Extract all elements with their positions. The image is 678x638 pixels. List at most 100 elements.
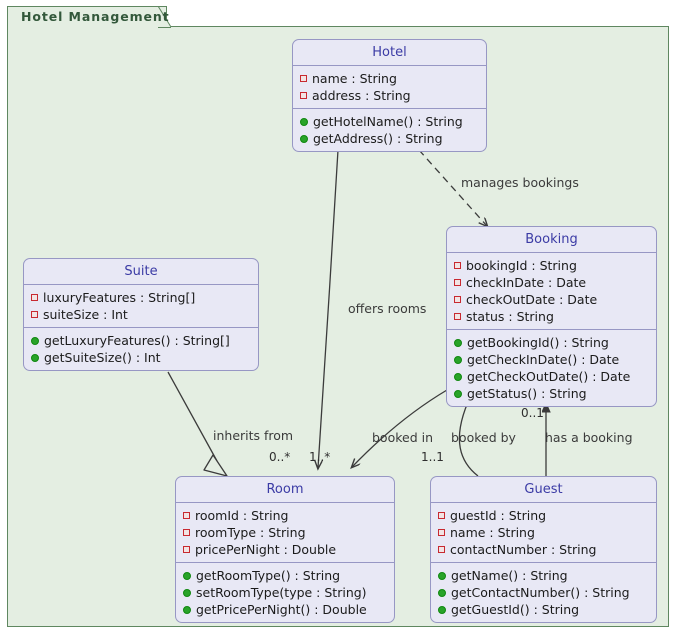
public-method-icon (31, 353, 39, 362)
attribute-label: name : String (450, 525, 535, 540)
edge-label-has-a-booking: has a booking (545, 430, 633, 445)
attribute-row: checkInDate : Date (447, 274, 656, 291)
method-label: setRoomType(type : String) (196, 585, 367, 600)
public-method-icon (438, 571, 446, 580)
method-row: getSuiteSize() : Int (24, 349, 258, 366)
method-label: getCheckOutDate() : Date (467, 369, 631, 384)
method-label: getBookingId() : String (467, 335, 609, 350)
method-label: getPricePerNight() : Double (196, 602, 367, 617)
method-label: getContactNumber() : String (451, 585, 630, 600)
edge-label-inherits-from: inherits from (213, 428, 294, 443)
class-guest[interactable]: Guest guestId : String name : String con… (430, 476, 657, 623)
private-field-icon (438, 546, 445, 553)
method-label: getStatus() : String (467, 386, 587, 401)
class-guest-title: Guest (524, 482, 563, 497)
package-tab-slant-icon (158, 6, 172, 28)
attribute-row: roomType : String (176, 524, 394, 541)
method-row: setRoomType(type : String) (176, 584, 394, 601)
package-title: Hotel Management (21, 9, 170, 24)
class-hotel[interactable]: Hotel name : String address : String get… (292, 39, 487, 152)
public-method-icon (183, 588, 191, 597)
method-label: getSuiteSize() : Int (44, 350, 161, 365)
class-guest-methods: getName() : String getContactNumber() : … (431, 562, 656, 622)
private-field-icon (183, 546, 190, 553)
public-method-icon (300, 117, 308, 126)
private-field-icon (31, 294, 38, 301)
attribute-label: checkInDate : Date (466, 275, 587, 290)
public-method-icon (454, 355, 462, 364)
private-field-icon (454, 313, 461, 320)
attribute-label: address : String (312, 88, 411, 103)
method-row: getPricePerNight() : Double (176, 601, 394, 618)
method-label: getGuestId() : String (451, 602, 580, 617)
class-room[interactable]: Room roomId : String roomType : String p… (175, 476, 395, 623)
attribute-label: status : String (466, 309, 554, 324)
method-label: getName() : String (451, 568, 568, 583)
attribute-label: roomType : String (195, 525, 306, 540)
private-field-icon (183, 512, 190, 519)
attribute-label: checkOutDate : Date (466, 292, 598, 307)
package-tab (7, 6, 167, 28)
attribute-label: suiteSize : Int (43, 307, 128, 322)
public-method-icon (438, 588, 446, 597)
method-label: getLuxuryFeatures() : String[] (44, 333, 230, 348)
attribute-row: roomId : String (176, 507, 394, 524)
class-suite-methods: getLuxuryFeatures() : String[] getSuiteS… (24, 327, 258, 370)
private-field-icon (300, 75, 307, 82)
attribute-label: guestId : String (450, 508, 547, 523)
private-field-icon (438, 529, 445, 536)
class-suite-title: Suite (124, 264, 158, 279)
attribute-row: checkOutDate : Date (447, 291, 656, 308)
attribute-label: luxuryFeatures : String[] (43, 290, 196, 305)
public-method-icon (300, 134, 308, 143)
class-booking-methods: getBookingId() : String getCheckInDate()… (447, 329, 656, 406)
attribute-label: name : String (312, 71, 397, 86)
multiplicity-booking-0-1: 0..1 (521, 406, 544, 420)
public-method-icon (438, 605, 446, 614)
method-label: getHotelName() : String (313, 114, 463, 129)
attribute-row: name : String (293, 70, 486, 87)
method-row: getHotelName() : String (293, 113, 486, 130)
edge-label-manages-bookings: manages bookings (461, 175, 579, 190)
attribute-label: roomId : String (195, 508, 289, 523)
public-method-icon (454, 338, 462, 347)
class-hotel-methods: getHotelName() : String getAddress() : S… (293, 108, 486, 151)
private-field-icon (454, 296, 461, 303)
edge-label-offers-rooms: offers rooms (348, 301, 427, 316)
public-method-icon (183, 571, 191, 580)
attribute-label: contactNumber : String (450, 542, 597, 557)
class-hotel-title: Hotel (372, 45, 407, 60)
attribute-row: pricePerNight : Double (176, 541, 394, 558)
attribute-row: status : String (447, 308, 656, 325)
private-field-icon (454, 262, 461, 269)
attribute-label: pricePerNight : Double (195, 542, 337, 557)
method-row: getRoomType() : String (176, 567, 394, 584)
class-booking[interactable]: Booking bookingId : String checkInDate :… (446, 226, 657, 407)
private-field-icon (300, 92, 307, 99)
class-booking-attributes: bookingId : String checkInDate : Date ch… (447, 252, 656, 329)
class-room-methods: getRoomType() : String setRoomType(type … (176, 562, 394, 622)
class-booking-title: Booking (525, 232, 578, 247)
method-row: getCheckInDate() : Date (447, 351, 656, 368)
edge-label-booked-by: booked by (451, 430, 516, 445)
attribute-row: bookingId : String (447, 257, 656, 274)
private-field-icon (454, 279, 461, 286)
edge-label-booked-in: booked in (372, 430, 434, 445)
public-method-icon (183, 605, 191, 614)
method-row: getName() : String (431, 567, 656, 584)
private-field-icon (31, 311, 38, 318)
method-row: getBookingId() : String (447, 334, 656, 351)
class-suite[interactable]: Suite luxuryFeatures : String[] suiteSiz… (23, 258, 259, 371)
class-room-title: Room (266, 482, 304, 497)
attribute-row: contactNumber : String (431, 541, 656, 558)
method-label: getRoomType() : String (196, 568, 341, 583)
method-row: getStatus() : String (447, 385, 656, 402)
attribute-row: suiteSize : Int (24, 306, 258, 323)
public-method-icon (454, 389, 462, 398)
attribute-row: address : String (293, 87, 486, 104)
attribute-label: bookingId : String (466, 258, 577, 273)
method-row: getAddress() : String (293, 130, 486, 147)
private-field-icon (438, 512, 445, 519)
attribute-row: guestId : String (431, 507, 656, 524)
